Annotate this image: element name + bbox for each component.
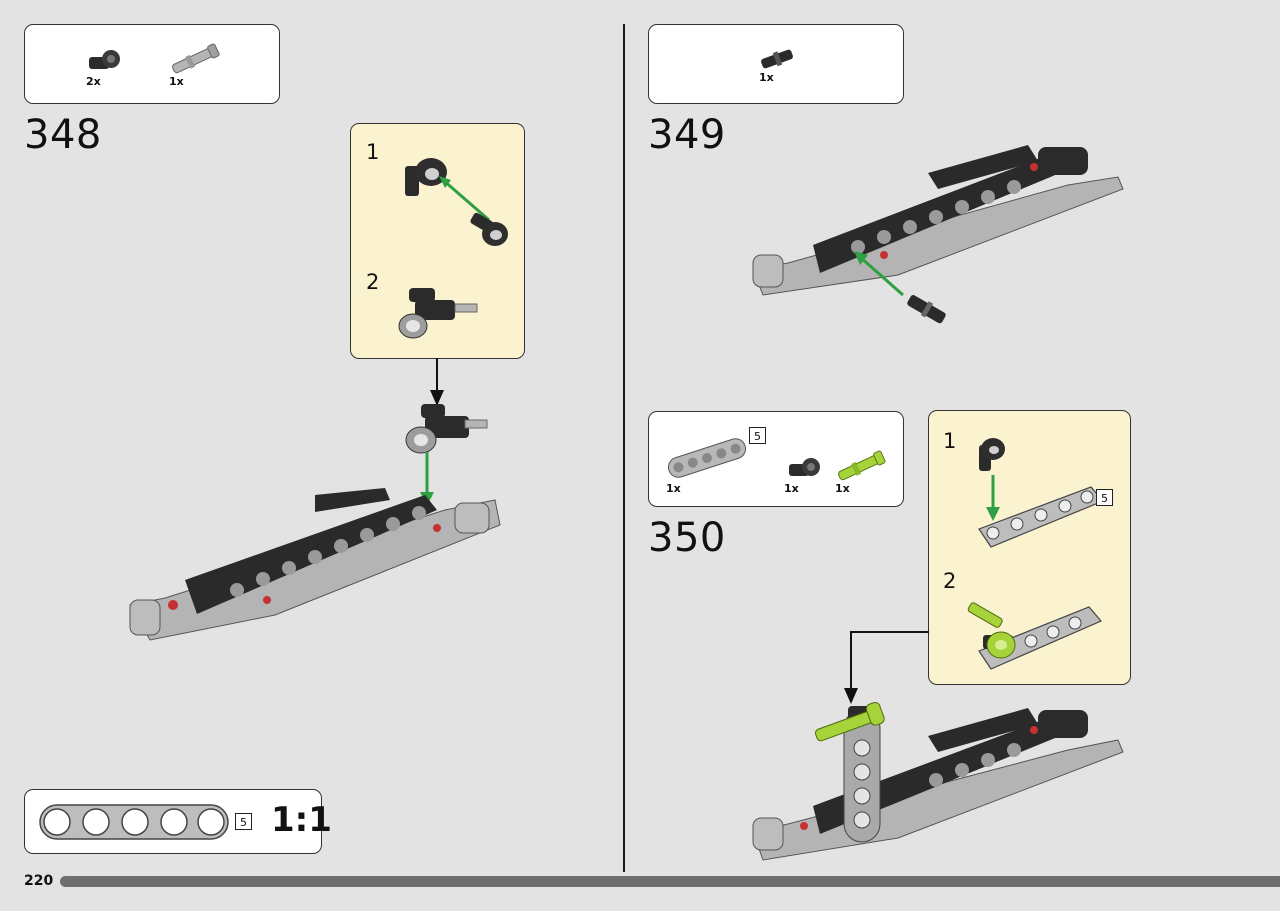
parts-list-step-348: 2x 1x	[24, 24, 280, 104]
part-qty: 1x	[169, 75, 184, 88]
beam-with-lime-axle-pin-icon	[967, 602, 1102, 670]
arrow-down-icon	[430, 358, 444, 406]
step-number: 349	[648, 112, 726, 158]
subassembly-box-step-350: 1 5 2	[928, 410, 1131, 685]
substep-number: 1	[943, 429, 957, 453]
callout-arrow-icon	[844, 631, 929, 704]
progress-bar	[60, 876, 1280, 887]
model-assembly-step-348	[129, 404, 501, 641]
page-number: 220	[24, 873, 54, 889]
model-assembly-step-350	[752, 701, 1124, 861]
subassembly-box-step-348: 1 2	[350, 123, 525, 359]
parts-list-step-350: 5 1x 1x 1x	[648, 411, 904, 507]
length-tag: 5	[749, 427, 766, 444]
substep-number: 1	[366, 140, 380, 164]
part-qty: 1x	[666, 482, 681, 495]
part-qty: 2x	[86, 75, 101, 88]
beam-5-icon	[667, 438, 747, 478]
step-number: 350	[648, 515, 726, 561]
axle-pin-icon	[172, 43, 220, 74]
length-tag: 5	[1096, 489, 1113, 506]
parts-list-step-349: 1x	[648, 24, 904, 104]
model-assembly-step-349	[752, 145, 1124, 324]
substep-number: 2	[366, 270, 380, 294]
part-qty: 1x	[759, 71, 774, 84]
beam-5-icon	[39, 804, 229, 840]
connector-perpendicular-icon	[405, 158, 508, 246]
part-qty: 1x	[784, 482, 799, 495]
step-number: 348	[24, 112, 102, 158]
connector-perpendicular-icon	[789, 458, 820, 476]
pin-black-icon	[761, 49, 793, 69]
length-tag: 5	[235, 813, 252, 830]
scale-label: 1:1	[271, 800, 332, 840]
connector-perpendicular-icon	[89, 50, 120, 69]
axle-pin-lime-icon	[838, 450, 886, 481]
beam-with-connector-icon	[978, 438, 1104, 548]
part-qty: 1x	[835, 482, 850, 495]
scale-reference-box: 5 1:1	[24, 789, 332, 854]
substep-number: 2	[943, 569, 957, 593]
page-divider	[623, 24, 625, 872]
connector-axle-assembly-icon	[398, 288, 478, 339]
